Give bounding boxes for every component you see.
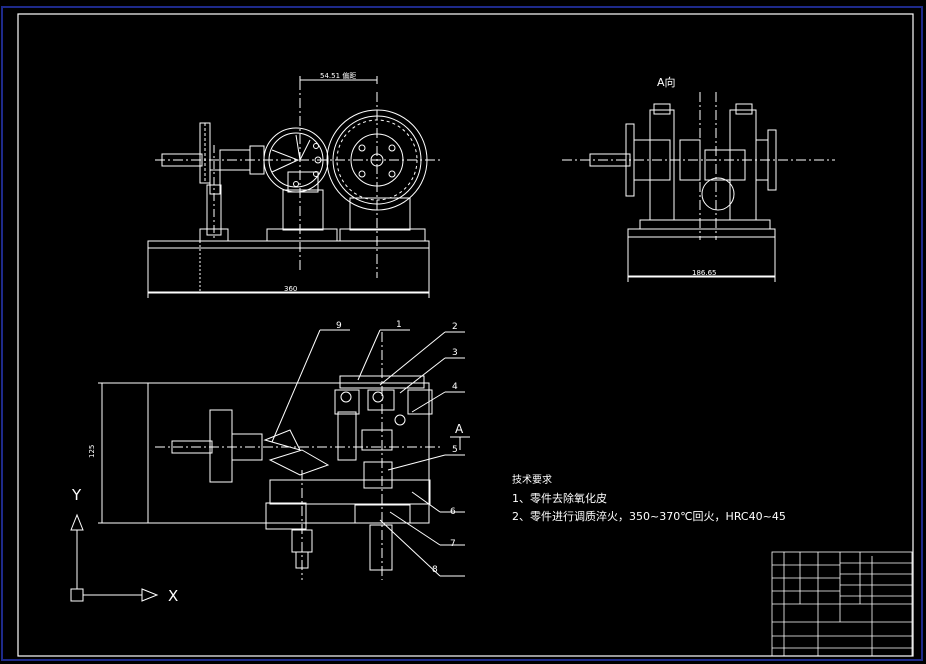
axis-x-label: X <box>168 587 178 605</box>
callout-9: 9 <box>336 321 342 331</box>
column <box>339 375 425 389</box>
side-dim-bottom: 186.65 <box>692 269 717 277</box>
plan-view <box>98 329 470 580</box>
sheet-frame <box>1 6 923 661</box>
callout-8: 8 <box>432 565 438 575</box>
technical-requirements: 技术要求 1、零件去除氧化皮 2、零件进行调质淬火，350~370℃回火，HRC… <box>512 472 786 526</box>
front-view <box>147 76 440 298</box>
front-dim-bottom: 360 <box>284 285 297 293</box>
callout-7: 7 <box>450 539 456 549</box>
axis-y-label: Y <box>71 486 82 504</box>
callout-4: 4 <box>452 382 458 392</box>
side-view <box>562 92 835 282</box>
plan-base <box>147 382 430 524</box>
outer-frame <box>1 6 923 661</box>
callout-5: 5 <box>452 445 458 455</box>
callout-2: 2 <box>452 322 458 332</box>
callout-6: 6 <box>450 507 456 517</box>
bevel-gear <box>263 429 301 451</box>
tech-note-1: 1、零件去除氧化皮 <box>512 492 607 505</box>
tech-note-2: 2、零件进行调质淬火，350~370℃回火，HRC40~45 <box>512 510 786 523</box>
title-block <box>771 551 913 657</box>
callout-3: 3 <box>452 348 458 358</box>
ucs-axis-icon <box>70 513 159 602</box>
side-view-label: A向 <box>657 75 676 89</box>
small-gear-disk <box>263 127 329 193</box>
inner-frame <box>17 13 914 657</box>
plan-dim-left: 125 <box>88 445 96 458</box>
front-dim-top: 54.51 偏距 <box>320 71 356 80</box>
plan-view-arrow-label: A <box>455 422 464 436</box>
callout-1: 1 <box>396 320 402 330</box>
tech-notes-title: 技术要求 <box>512 475 552 486</box>
